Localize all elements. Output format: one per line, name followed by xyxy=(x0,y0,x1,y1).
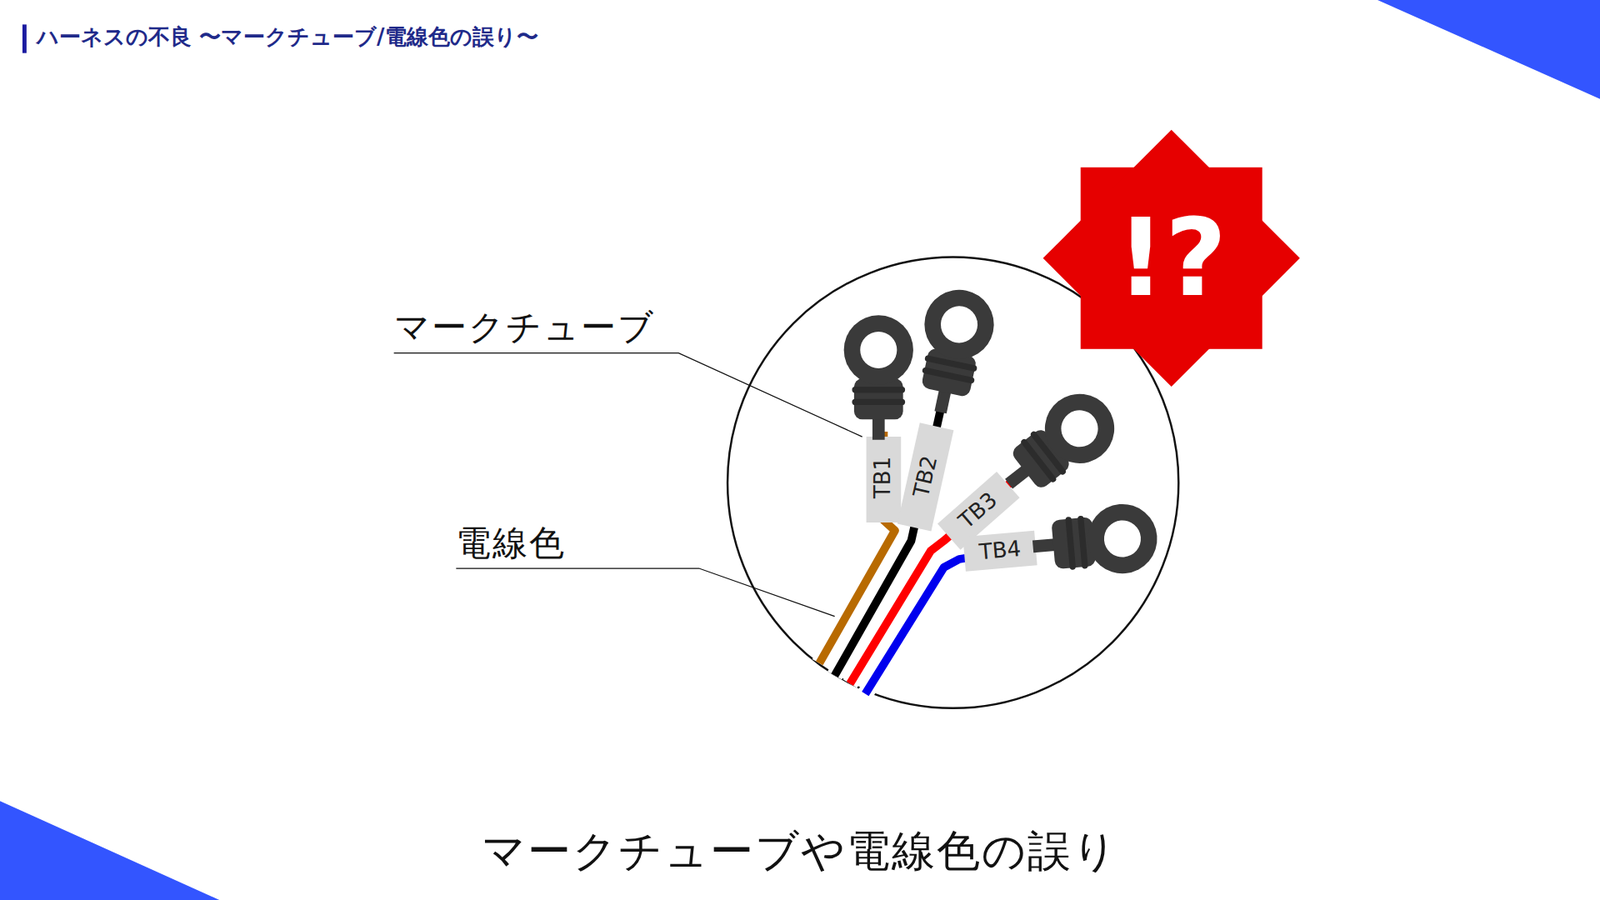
callout-label: マークチューブ xyxy=(394,307,655,348)
mark-tube xyxy=(949,485,1009,537)
ring-terminal xyxy=(987,380,1129,512)
ring-terminal xyxy=(1030,500,1160,581)
wire-blue xyxy=(865,545,1041,695)
corner-band xyxy=(1377,0,1600,100)
leader-line xyxy=(394,353,863,437)
warning-starburst xyxy=(1043,130,1300,387)
warning-mark: !? xyxy=(1116,205,1228,312)
caption: マークチューブや電線色の誤り xyxy=(481,826,1119,877)
leader-line xyxy=(455,568,835,617)
callout-label: 電線色 xyxy=(455,523,566,564)
wire-black xyxy=(835,404,943,676)
title-bar xyxy=(22,24,27,53)
ring-terminal xyxy=(844,315,914,440)
corner-band xyxy=(0,800,220,900)
mark-tube xyxy=(866,436,902,523)
page-title: ハーネスの不良 〜マークチューブ/電線色の誤り〜 xyxy=(36,25,539,50)
tube-label: TB4 xyxy=(978,536,1023,565)
tube-label: TB1 xyxy=(870,456,896,499)
wire-outline xyxy=(819,404,1041,695)
ring-terminal xyxy=(906,283,1001,420)
